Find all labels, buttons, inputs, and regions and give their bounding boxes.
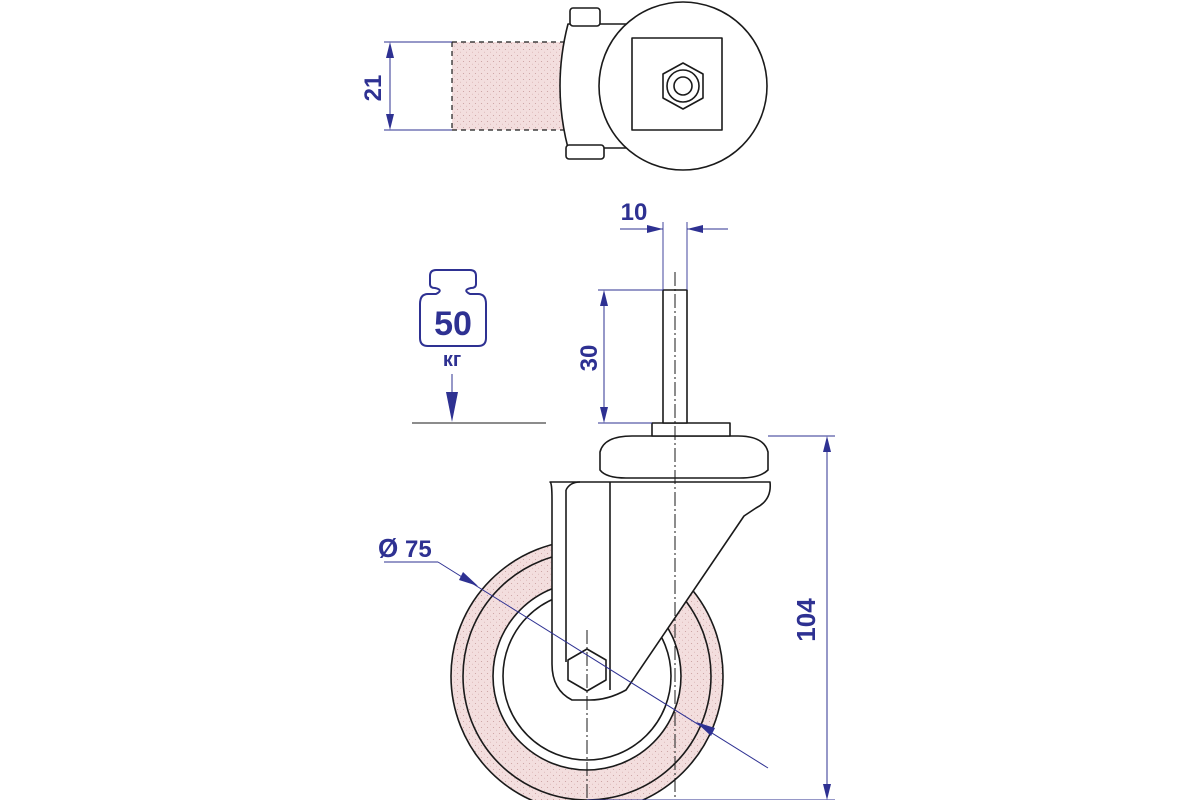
weight-icon (419, 269, 487, 347)
stem-collar (651, 422, 731, 437)
top-view: 21 (360, 1, 768, 171)
top-bolt-nut (565, 144, 605, 160)
dim-wheel-diameter-symbol: Ø (378, 533, 398, 563)
top-square-base (631, 37, 723, 131)
dim-total-height: 104 (791, 598, 821, 642)
swivel-plate (599, 435, 769, 479)
side-view: 10 30 104 Ø 75 (378, 199, 835, 800)
load-unit: кг (443, 349, 461, 371)
dim-stem-diameter: 10 (621, 199, 648, 226)
dim-wheel-diameter: 75 (405, 536, 432, 563)
load-badge: 50 кг (412, 269, 546, 424)
dim-top-width: 21 (360, 75, 387, 102)
dim-stem-length: 30 (576, 345, 603, 372)
top-bolt-head (569, 7, 601, 27)
fork (549, 481, 772, 701)
load-value: 50 (434, 305, 472, 343)
